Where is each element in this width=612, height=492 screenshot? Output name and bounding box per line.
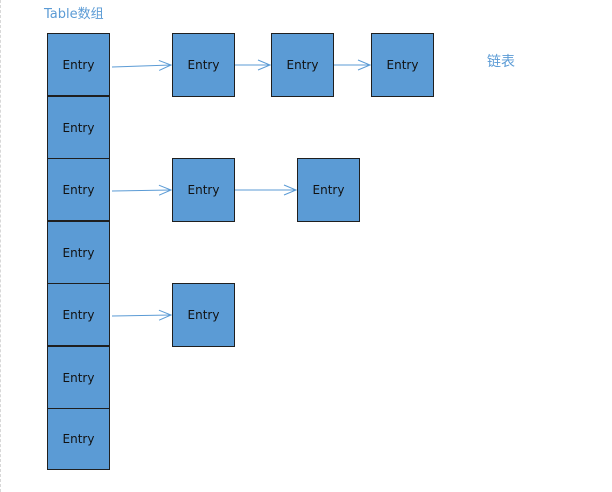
table-slot-0: Entry [47, 33, 110, 96]
chain-2-node-0: Entry [172, 158, 235, 222]
table-slot-5: Entry [47, 346, 110, 409]
linked-list-label: 链表 [487, 54, 515, 70]
chain-0-node-0: Entry [172, 33, 235, 97]
table-array-label: Table数组 [44, 7, 104, 22]
arrow-slot2-to-node0 [111, 190, 171, 191]
chain-2-node-1: Entry [297, 158, 360, 222]
arrow-slot4-to-node0 [111, 315, 171, 316]
table-slot-3: Entry [47, 221, 110, 284]
table-slot-4: Entry [47, 283, 110, 346]
table-slot-2: Entry [47, 158, 110, 221]
left-edge-divider [0, 0, 1, 492]
chain-0-node-2: Entry [371, 33, 434, 97]
chain-0-node-1: Entry [271, 33, 334, 97]
arrow-slot0-to-node0 [111, 65, 171, 67]
chain-4-node-0: Entry [172, 283, 235, 347]
table-slot-6: Entry [47, 408, 110, 470]
